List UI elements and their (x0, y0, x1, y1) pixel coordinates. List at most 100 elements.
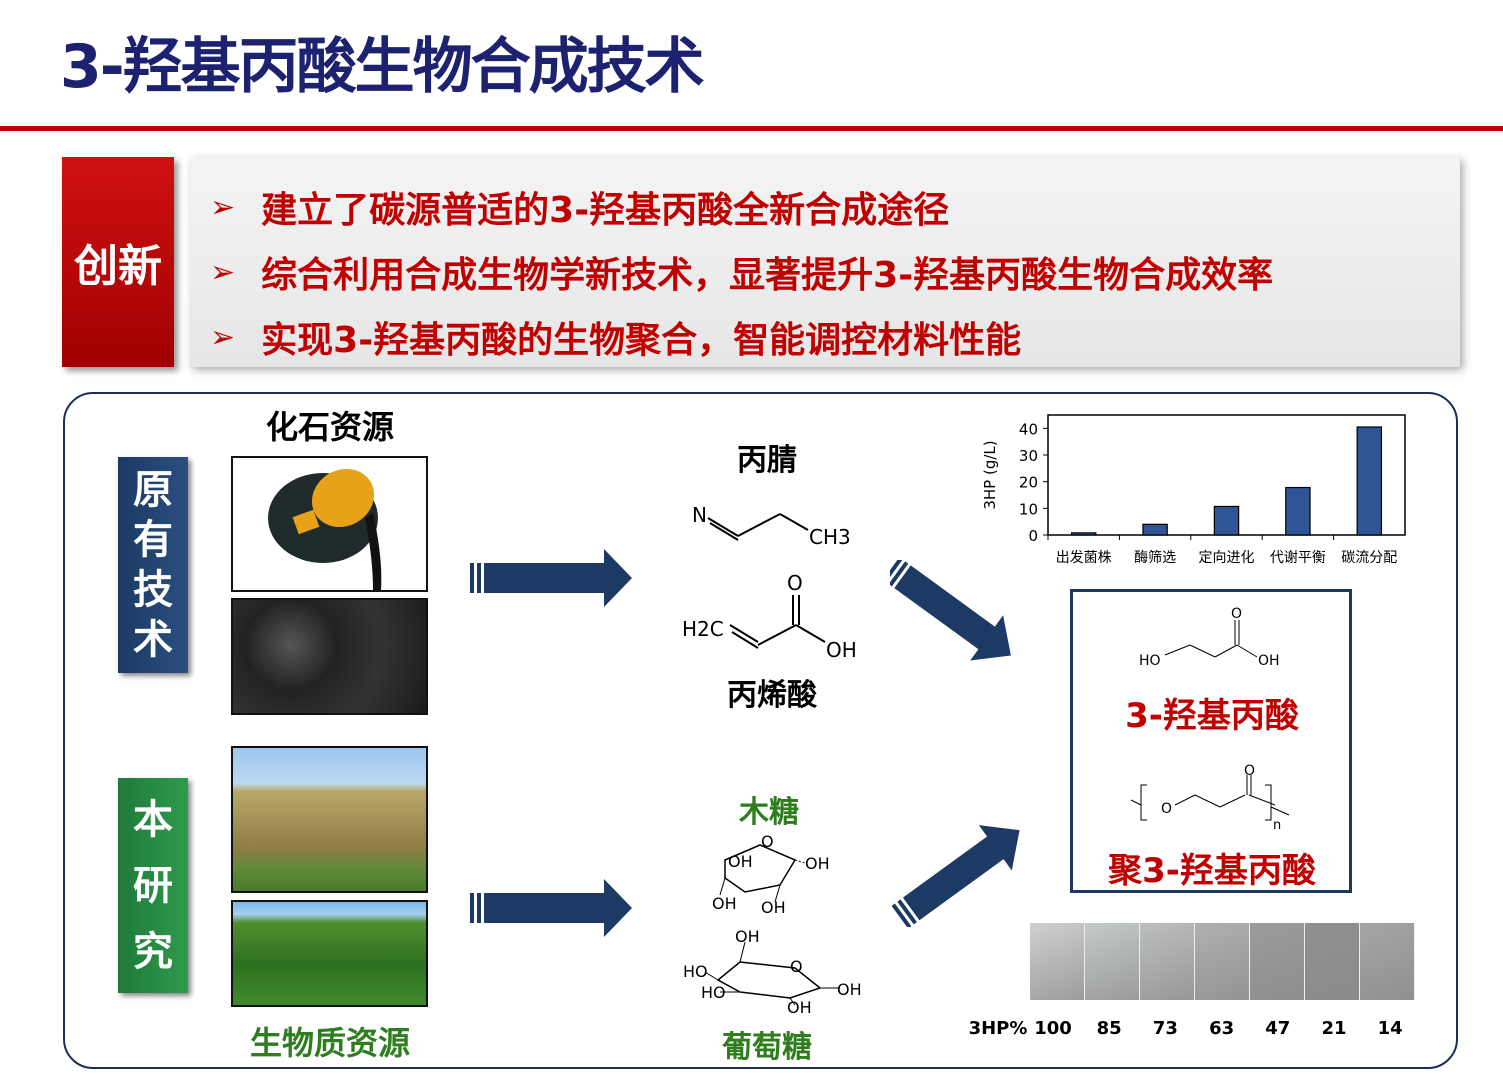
film-percent: 14 (1377, 1018, 1403, 1039)
title-divider (0, 126, 1503, 131)
atom-label: N (692, 503, 707, 527)
biomass-resources-label: 生物质资源 (249, 1024, 411, 1062)
film-percent: 47 (1265, 1018, 1291, 1039)
up-right-arrow-icon (891, 825, 1020, 927)
innovation-label: 创新 (62, 157, 174, 367)
film-percent: 63 (1209, 1018, 1235, 1039)
innovation-bullet: ➢ 建立了碳源普适的3-羟基丙酸全新合成途径 (210, 181, 949, 233)
innovation-panel: ➢ 建立了碳源普适的3-羟基丙酸全新合成途径 ➢ 综合利用合成生物学新技术，显著提升… (190, 157, 1460, 367)
film-percent: 21 (1321, 1018, 1347, 1039)
hay-bales-image (231, 746, 428, 893)
atom-label: HO (683, 962, 708, 981)
glucose-structure (704, 941, 840, 1006)
label-char: 原 (133, 467, 173, 513)
original-tech-label: 原有技术 (118, 457, 188, 673)
atom-label: OH (761, 898, 786, 917)
fossil-resources-label: 化石资源 (265, 408, 395, 446)
propionitrile-structure (707, 513, 809, 541)
right-arrow-icon (470, 879, 632, 937)
bar (1142, 523, 1168, 536)
forest-image (231, 900, 428, 1007)
atom-label: HO (701, 983, 726, 1002)
bar (1213, 505, 1240, 536)
atom-label: H2C (682, 617, 724, 641)
atom-label: OH (728, 852, 753, 871)
x-tick-label: 酶筛选 (1134, 550, 1176, 566)
arrow-bullet-icon: ➢ (210, 319, 236, 355)
atom-label: OH (826, 638, 857, 662)
innovation-bullet: ➢ 综合利用合成生物学新技术，显著提升3-羟基丙酸生物合成效率 (210, 246, 1273, 298)
glucose-label: 葡萄糖 (722, 1030, 812, 1065)
y-tick-label: 10 (1019, 500, 1038, 518)
x-tick-label: 碳流分配 (1341, 550, 1397, 566)
y-axis-label: 3HP (g/L) (981, 440, 999, 509)
products-box (1070, 589, 1352, 893)
label-char: 研 (133, 862, 173, 909)
atom-label: HO (1139, 653, 1161, 669)
bullet-text: 建立了碳源普适的3-羟基丙酸全新合成途径 (261, 190, 950, 231)
atom-label: OH (712, 894, 737, 913)
p3hp-structure (1130, 775, 1290, 821)
atom-label: O (787, 571, 803, 595)
right-arrow-icon (470, 549, 632, 607)
down-right-arrow-icon (890, 560, 1011, 661)
film-percent: 100 (1034, 1018, 1072, 1039)
film-sample (1140, 923, 1195, 1000)
label-char: 有 (133, 517, 173, 563)
atom-label: O (790, 957, 803, 976)
label-char: 术 (133, 617, 173, 663)
acrylic-acid-label: 丙烯酸 (727, 678, 817, 713)
film-sample (1030, 923, 1085, 1000)
atom-label: O (1231, 606, 1243, 622)
bar (1070, 532, 1097, 536)
film-sample (1250, 923, 1305, 1000)
atom-label: CH3 (809, 525, 851, 549)
bar (1285, 486, 1311, 536)
3hp-label: 3-羟基丙酸 (1125, 696, 1299, 736)
atom-label: O (761, 832, 774, 851)
3hp-structure (1164, 620, 1258, 658)
page-title: 3-羟基丙酸生物合成技术 (60, 32, 705, 102)
this-research-label: 本研究 (118, 778, 188, 993)
atom-label: OH (787, 998, 812, 1017)
xylose-label: 木糖 (739, 795, 799, 830)
film-sample (1305, 923, 1360, 1000)
innovation-bullet: ➢ 实现3-羟基丙酸的生物聚合，智能调控材料性能 (210, 311, 1021, 363)
diagram-frame (63, 392, 1458, 1069)
y-tick-label: 30 (1019, 447, 1038, 465)
atom-label: OH (805, 854, 830, 873)
film-sample (1085, 923, 1140, 1000)
film-percent: 73 (1152, 1018, 1178, 1039)
3hp-titer-bar-chart: 0 10 20 30 40 出发菌株 酶筛选 定向进化代谢平衡碳流分配 3HP (g/L) (981, 414, 1406, 566)
coal-image (231, 598, 428, 715)
atom-label: OH (735, 927, 760, 946)
3hp-percent-label: 3HP% (968, 1018, 1028, 1039)
film-percent: 85 (1096, 1018, 1122, 1039)
x-tick-label: 代谢平衡 (1270, 550, 1326, 566)
oil-barrel-image (231, 456, 428, 592)
arrow-bullet-icon: ➢ (210, 254, 236, 290)
y-tick-label: 40 (1019, 420, 1038, 438)
atom-label: O (1161, 801, 1173, 817)
film-sample (1360, 923, 1415, 1000)
atom-label: OH (837, 980, 862, 999)
label-char: 究 (133, 928, 173, 975)
film-sample (1195, 923, 1250, 1000)
atom-label: O (1244, 763, 1256, 779)
bullet-text: 实现3-羟基丙酸的生物聚合，智能调控材料性能 (261, 320, 1022, 361)
arrow-bullet-icon: ➢ (210, 189, 236, 225)
atom-label: n (1273, 818, 1282, 833)
y-tick-label: 0 (1028, 527, 1038, 545)
bullet-text: 综合利用合成生物学新技术，显著提升3-羟基丙酸生物合成效率 (261, 255, 1274, 296)
atom-label: OH (1258, 653, 1280, 669)
xylose-structure (719, 844, 806, 903)
bar (1356, 426, 1383, 536)
x-tick-label: 出发菌株 (1056, 550, 1112, 566)
x-tick-label: 定向进化 (1199, 550, 1255, 566)
p3hp-label: 聚3-羟基丙酸 (1108, 851, 1316, 891)
label-char: 本 (133, 796, 173, 843)
acrylic-acid-structure (729, 595, 826, 649)
y-tick-label: 20 (1019, 474, 1038, 492)
label-char: 技 (133, 567, 173, 613)
propionitrile-label: 丙腈 (737, 443, 797, 478)
